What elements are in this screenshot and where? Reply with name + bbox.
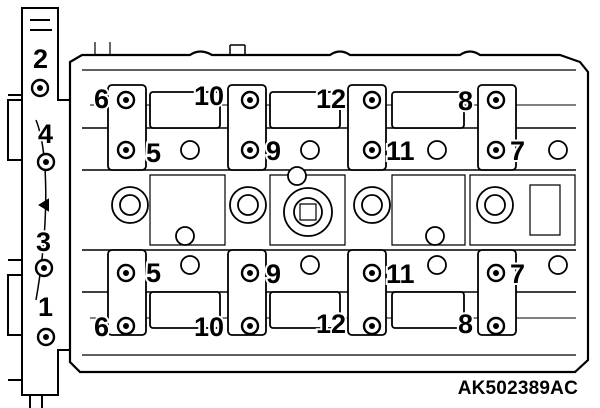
callout-6-upper: 6 [94, 84, 109, 114]
bearing-caps [107, 84, 517, 336]
callout-11-upper: 11 [386, 136, 415, 166]
callout-5-lower: 5 [146, 258, 161, 288]
left-housing [7, 7, 71, 408]
callout-7-upper: 7 [510, 136, 525, 166]
callout-5-upper: 5 [146, 138, 161, 168]
callout-12-upper: 12 [316, 84, 346, 114]
callout-2: 2 [33, 44, 48, 74]
callout-10-lower: 10 [194, 312, 224, 342]
callout-8-lower: 8 [458, 309, 473, 339]
callout-7-lower: 7 [510, 259, 525, 289]
callout-9-upper: 9 [266, 136, 281, 166]
callout-4: 4 [38, 119, 53, 149]
central-deck [111, 140, 576, 275]
callout-11-lower: 11 [386, 259, 415, 289]
callout-1: 1 [38, 292, 53, 322]
callout-10-upper: 10 [194, 81, 224, 111]
bolt-centers [37, 85, 499, 340]
callout-3: 3 [36, 227, 51, 257]
callout-6-lower: 6 [94, 312, 109, 342]
callout-12-lower: 12 [316, 309, 346, 339]
callout-9-lower: 9 [266, 259, 281, 289]
callout-8-upper: 8 [458, 86, 473, 116]
figure-id-label: AK502389AC [457, 378, 578, 399]
callout-numbers: 2 4 3 1 6 5 10 9 12 11 8 7 5 6 9 10 11 1… [31, 42, 527, 344]
